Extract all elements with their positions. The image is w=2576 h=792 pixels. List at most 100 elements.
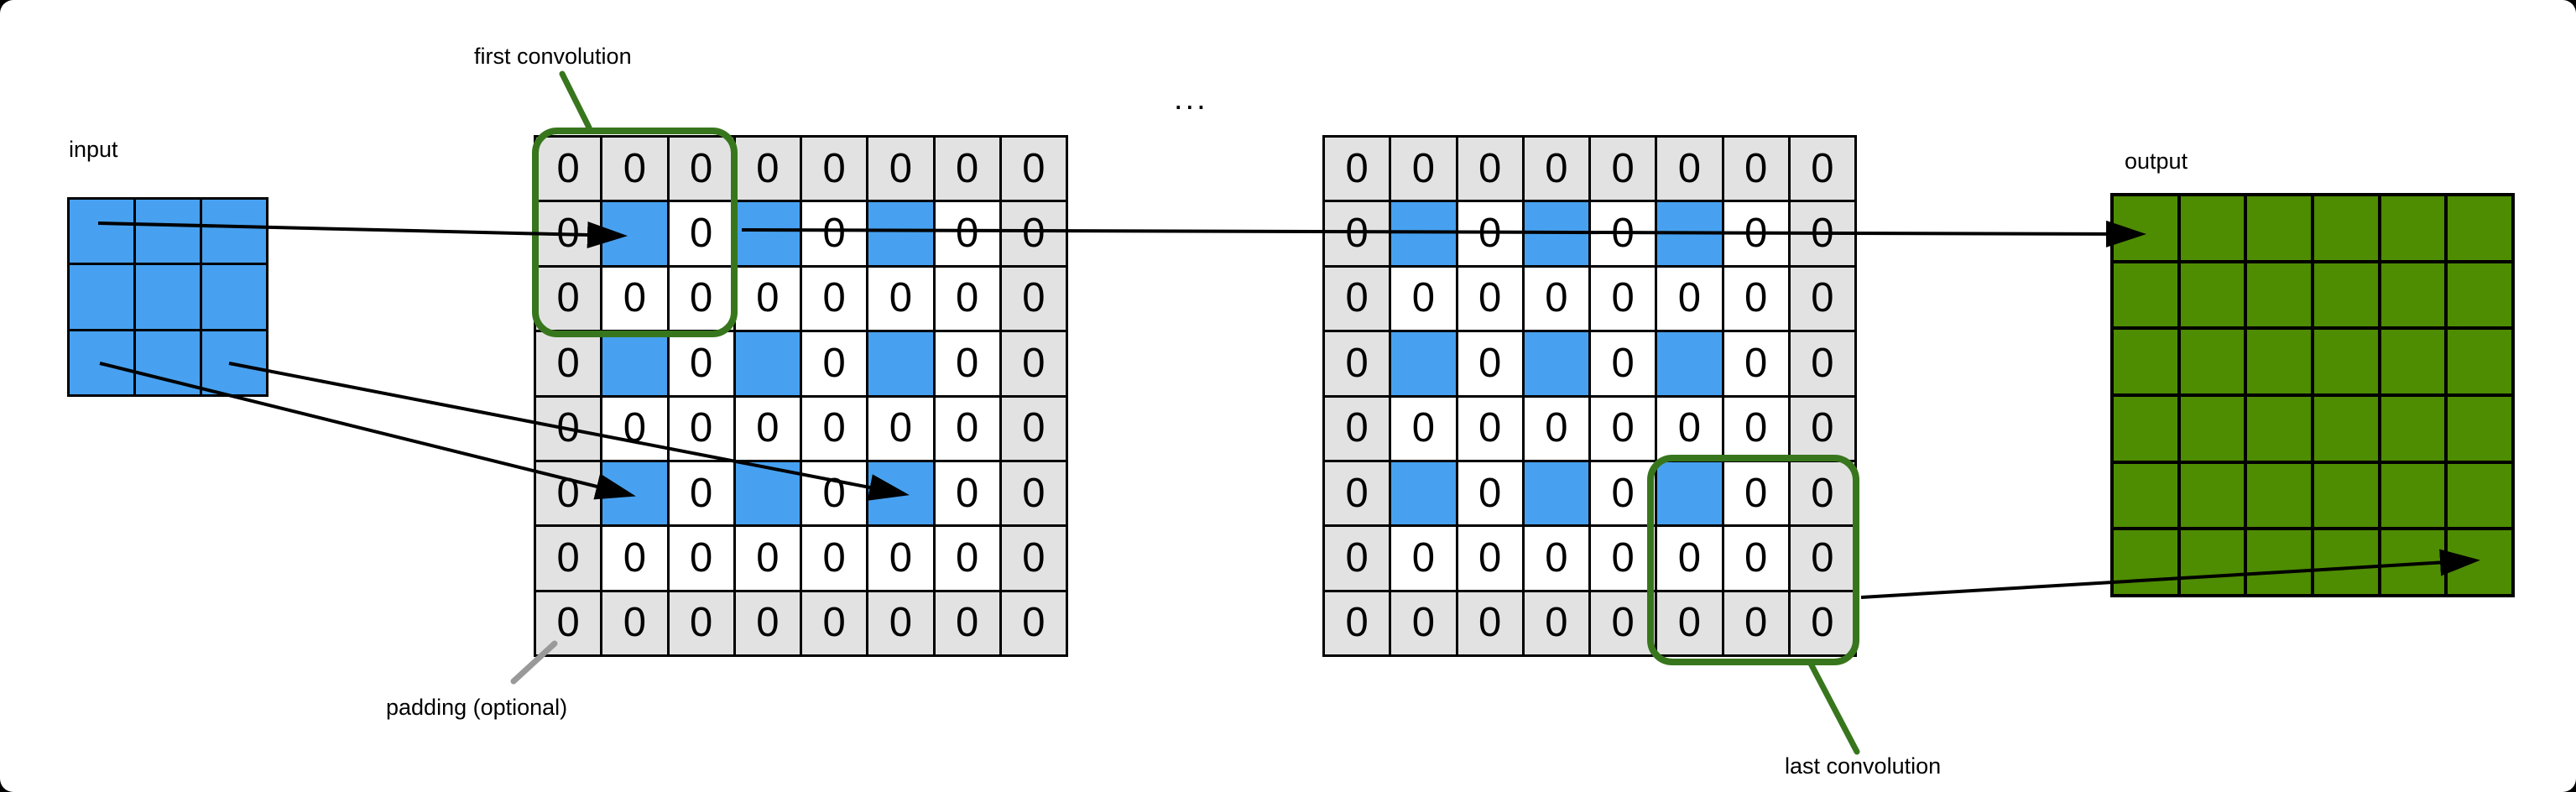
output-output-value-cell-green-r1c1 <box>2180 263 2245 327</box>
conv2-inserted-zero-cell-white-r6c1: 0 <box>1391 527 1456 590</box>
padding-label: padding (optional) <box>386 695 568 720</box>
output-output-value-cell-green-r5c4 <box>2380 530 2445 594</box>
output-output-value-cell-green-r4c5 <box>2448 463 2511 528</box>
conv1-inserted-zero-cell-white-r5c2: 0 <box>669 461 733 525</box>
conv1-inserted-zero-cell-white-r5c4: 0 <box>802 461 867 525</box>
conv2-padding-zero-cell-gray-r4c0: 0 <box>1325 397 1390 460</box>
conv1-input-value-cell-blue-r3c3 <box>735 332 800 395</box>
last-convolution-leader-line <box>1807 660 1860 755</box>
first-convolution-leader-line <box>559 70 592 131</box>
conv1-padding-zero-cell-gray-r7c7: 0 <box>1001 591 1066 654</box>
conv2-padding-zero-cell-gray-r0c4: 0 <box>1591 138 1656 201</box>
conv1-inserted-zero-cell-white-r3c4: 0 <box>802 332 867 395</box>
conv1-inserted-zero-cell-white-r1c4: 0 <box>802 202 867 265</box>
conv2-padding-zero-cell-gray-r7c3: 0 <box>1524 591 1588 654</box>
conv1-inserted-zero-cell-white-r6c1: 0 <box>602 527 667 590</box>
conv1-inserted-zero-cell-white-r4c4: 0 <box>802 397 867 460</box>
output-output-value-cell-green-r5c3 <box>2313 530 2378 594</box>
conv1-padding-zero-cell-gray-r5c7: 0 <box>1001 461 1066 525</box>
conv1-padding-zero-cell-gray-r4c0: 0 <box>536 397 601 460</box>
conv2-padding-zero-cell-gray-r0c1: 0 <box>1391 138 1456 201</box>
conv1-input-value-cell-blue-r3c5 <box>868 332 933 395</box>
conv2-inserted-zero-cell-white-r4c1: 0 <box>1391 397 1456 460</box>
output-output-value-cell-green-r0c1 <box>2180 196 2245 260</box>
conv1-inserted-zero-cell-white-r2c5: 0 <box>868 267 933 331</box>
conv2-padding-zero-cell-gray-r2c7: 0 <box>1790 267 1854 331</box>
conv2-inserted-zero-cell-white-r6c2: 0 <box>1457 527 1522 590</box>
conv1-padding-zero-cell-gray-r4c7: 0 <box>1001 397 1066 460</box>
conv1-padding-zero-cell-gray-r5c0: 0 <box>536 461 601 525</box>
conv1-inserted-zero-cell-white-r2c1: 0 <box>602 267 667 331</box>
output-output-value-cell-green-r2c4 <box>2380 330 2445 393</box>
conv1-padding-zero-cell-gray-r3c7: 0 <box>1001 332 1066 395</box>
input-input-value-cell-blue-r1c0 <box>70 265 133 329</box>
output-output-value-cell-green-r1c3 <box>2313 263 2378 327</box>
conv1-inserted-zero-cell-white-r3c2: 0 <box>669 332 733 395</box>
conv1-padding-zero-cell-gray-r7c0: 0 <box>536 591 601 654</box>
output-output-value-cell-green-r1c4 <box>2380 263 2445 327</box>
conv2-inserted-zero-cell-white-r6c6: 0 <box>1723 527 1788 590</box>
input-input-value-cell-blue-r2c0 <box>70 331 133 394</box>
conv1-padding-zero-cell-gray-r3c0: 0 <box>536 332 601 395</box>
conv2-padding-zero-cell-gray-r6c7: 0 <box>1790 527 1854 590</box>
conv1-inserted-zero-cell-white-r4c2: 0 <box>669 397 733 460</box>
output-output-value-cell-green-r4c4 <box>2380 463 2445 528</box>
conv1-inserted-zero-cell-white-r5c6: 0 <box>935 461 999 525</box>
output-output-value-cell-green-r1c5 <box>2448 263 2511 327</box>
first-convolution-box <box>532 128 738 337</box>
output-output-value-cell-green-r2c2 <box>2247 330 2311 393</box>
input-input-value-cell-blue-r2c1 <box>136 331 200 394</box>
conv1-padding-zero-cell-gray-r0c4: 0 <box>802 138 867 201</box>
input-label: input <box>69 137 118 162</box>
conv1-padding-zero-cell-gray-r0c5: 0 <box>868 138 933 201</box>
output-output-value-cell-green-r1c0 <box>2114 263 2177 327</box>
conv1-inserted-zero-cell-white-r4c6: 0 <box>935 397 999 460</box>
conv1-padding-zero-cell-gray-r6c0: 0 <box>536 527 601 590</box>
conv1-padding-zero-cell-gray-r0c7: 0 <box>1001 138 1066 201</box>
output-output-value-cell-green-r0c3 <box>2313 196 2378 260</box>
conv1-input-value-cell-blue-r3c1 <box>602 332 667 395</box>
output-output-value-cell-green-r3c0 <box>2114 396 2177 461</box>
conv1-inserted-zero-cell-white-r2c4: 0 <box>802 267 867 331</box>
conv2-input-value-cell-blue-r1c3 <box>1524 202 1588 265</box>
output-output-value-cell-green-r5c0 <box>2114 530 2177 594</box>
output-output-value-cell-green-r4c3 <box>2313 463 2378 528</box>
conv2-inserted-zero-cell-white-r6c3: 0 <box>1524 527 1588 590</box>
output-output-value-cell-green-r3c2 <box>2247 396 2311 461</box>
conv2-padding-zero-cell-gray-r3c7: 0 <box>1790 332 1854 395</box>
input-input-value-cell-blue-r1c1 <box>136 265 200 329</box>
conv2-padding-zero-cell-gray-r7c5: 0 <box>1657 591 1722 654</box>
conv2-padding-zero-cell-gray-r7c2: 0 <box>1457 591 1522 654</box>
conv2-inserted-zero-cell-white-r4c4: 0 <box>1591 397 1656 460</box>
conv1-inserted-zero-cell-white-r6c2: 0 <box>669 527 733 590</box>
conv2-inserted-zero-cell-white-r2c2: 0 <box>1457 267 1522 331</box>
conv1-padding-zero-cell-gray-r7c6: 0 <box>935 591 999 654</box>
output-output-value-cell-green-r2c3 <box>2313 330 2378 393</box>
output-output-value-cell-green-r3c3 <box>2313 396 2378 461</box>
conv1-inserted-zero-cell-white-r2c3: 0 <box>735 267 800 331</box>
output-output-value-cell-green-r0c2 <box>2247 196 2311 260</box>
ellipsis-label: ... <box>1174 81 1208 117</box>
conv1-inserted-zero-cell-white-r6c3: 0 <box>735 527 800 590</box>
output-output-value-cell-green-r1c2 <box>2247 263 2311 327</box>
conv2-input-value-cell-blue-r1c5 <box>1657 202 1722 265</box>
conv2-inserted-zero-cell-white-r5c4: 0 <box>1591 461 1656 525</box>
conv2-inserted-zero-cell-white-r2c6: 0 <box>1723 267 1788 331</box>
conv1-padding-zero-cell-gray-r1c7: 0 <box>1001 202 1066 265</box>
conv1-padding-zero-cell-gray-r0c3: 0 <box>735 138 800 201</box>
conv2-padding-zero-cell-gray-r7c0: 0 <box>1325 591 1390 654</box>
input-input-value-cell-blue-r0c1 <box>136 200 200 263</box>
conv1-padding-zero-cell-gray-r7c3: 0 <box>735 591 800 654</box>
input-input-value-cell-blue-r0c2 <box>202 200 266 263</box>
output-output-value-cell-green-r2c1 <box>2180 330 2245 393</box>
conv2-input-value-cell-blue-r5c3 <box>1524 461 1588 525</box>
conv2-padding-zero-cell-gray-r0c5: 0 <box>1657 138 1722 201</box>
conv1-input-value-cell-blue-r1c5 <box>868 202 933 265</box>
output-label: output <box>2125 148 2188 174</box>
conv2-input-value-cell-blue-r5c1 <box>1391 461 1456 525</box>
conv2-input-value-cell-blue-r1c1 <box>1391 202 1456 265</box>
conv2-inserted-zero-cell-white-r2c1: 0 <box>1391 267 1456 331</box>
conv2-padding-zero-cell-gray-r1c0: 0 <box>1325 202 1390 265</box>
conv2-inserted-zero-cell-white-r3c4: 0 <box>1591 332 1656 395</box>
